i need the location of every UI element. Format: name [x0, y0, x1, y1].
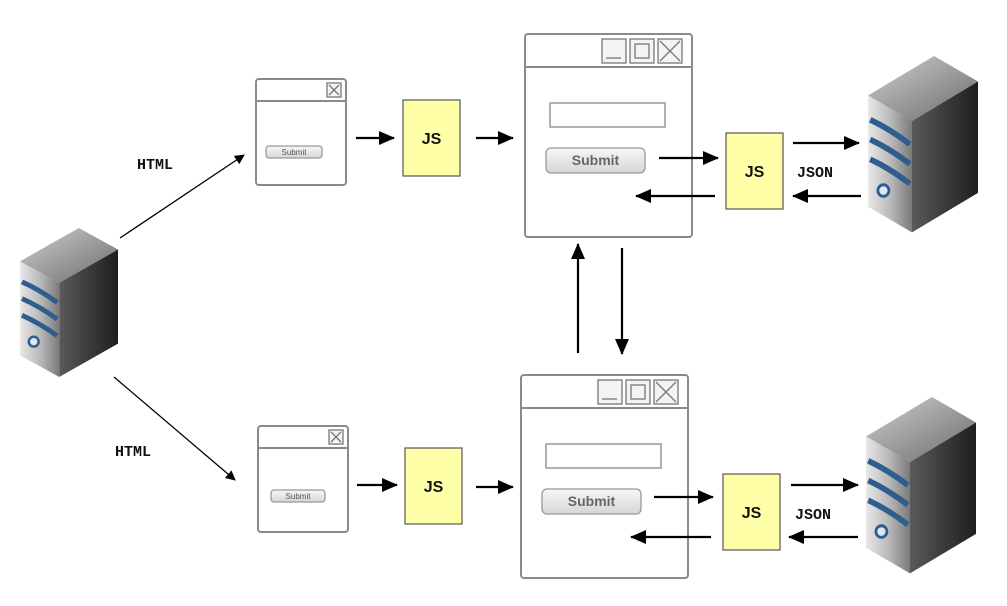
html-label-bottom: HTML [115, 444, 151, 461]
submit-button-label: Submit [568, 493, 616, 509]
small-window-bottom: Submit [257, 425, 349, 533]
close-icon[interactable] [657, 38, 683, 64]
minimize-icon[interactable] [597, 379, 623, 405]
js-box: JS [725, 132, 784, 210]
maximize-icon[interactable] [629, 38, 655, 64]
submit-button[interactable]: Submit [541, 488, 642, 515]
json-label-bottom: JSON [795, 507, 831, 524]
close-icon[interactable] [328, 429, 344, 445]
small-window-top: Submit [255, 78, 347, 186]
html-arrow-bottom [113, 376, 236, 481]
submit-button[interactable]: Submit [265, 145, 323, 159]
large-window-bottom: Submit [520, 374, 689, 579]
html-label-top: HTML [137, 157, 173, 174]
maximize-icon[interactable] [625, 379, 651, 405]
html-arrow-top [119, 154, 245, 239]
server-icon [866, 397, 976, 573]
server-icon [868, 56, 978, 232]
submit-button[interactable]: Submit [270, 489, 326, 503]
js-label: JS [742, 505, 762, 522]
submit-button-label: Submit [572, 152, 620, 168]
js-box: JS [402, 99, 461, 177]
js-box: JS [722, 473, 781, 551]
close-icon[interactable] [326, 82, 342, 98]
submit-button-label: Submit [286, 492, 312, 501]
submit-button[interactable]: Submit [545, 147, 646, 174]
text-input[interactable] [549, 102, 666, 128]
large-window-top: Submit [524, 33, 693, 238]
json-label-top: JSON [797, 165, 833, 182]
js-label: JS [424, 479, 444, 496]
text-input[interactable] [545, 443, 662, 469]
server-icon [20, 228, 118, 377]
js-box: JS [404, 447, 463, 525]
close-icon[interactable] [653, 379, 679, 405]
js-label: JS [422, 131, 442, 148]
submit-button-label: Submit [282, 148, 308, 157]
minimize-icon[interactable] [601, 38, 627, 64]
js-label: JS [745, 164, 765, 181]
